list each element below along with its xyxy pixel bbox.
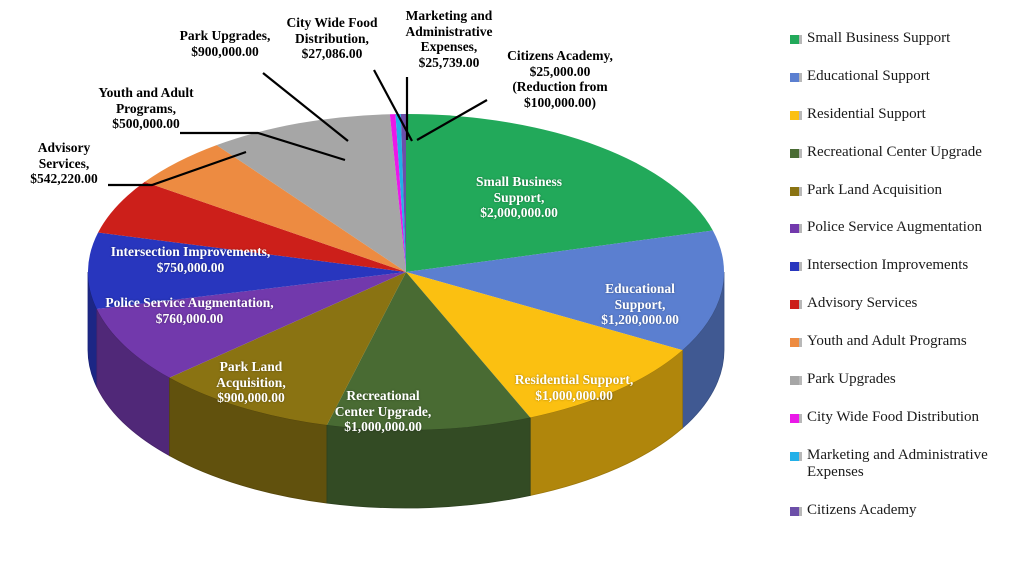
legend-item[interactable]: Park Land Acquisition (790, 182, 1024, 200)
pie-slice-recreational-center-upgrade[interactable] (326, 272, 531, 430)
legend-swatch-icon (790, 110, 802, 120)
pie-slice-citizens-academy[interactable] (400, 114, 406, 272)
legend-item[interactable]: Police Service Augmentation (790, 219, 1024, 237)
legend-item-label: Police Service Augmentation (807, 219, 982, 236)
pie-slice-police-service-augmentation[interactable] (96, 272, 406, 378)
legend-item-label: Intersection Improvements (807, 257, 969, 274)
legend-swatch-icon (790, 148, 802, 158)
pie-slice-youth-and-adult-programs[interactable] (144, 145, 406, 272)
legend-item[interactable]: Park Upgrades (790, 371, 1024, 389)
legend-item[interactable]: City Wide Food Distribution (790, 409, 1024, 427)
legend-item-label: Park Land Acquisition (807, 181, 942, 198)
legend-swatch-icon (790, 35, 802, 44)
legend-item-label: Educational Support (807, 67, 930, 84)
pie-slice-park-land-acquisition[interactable] (169, 272, 406, 426)
leader-line (373, 69, 413, 142)
legend-swatch-icon (790, 413, 802, 423)
legend-item[interactable]: Youth and Adult Programs (790, 333, 1024, 351)
legend-item[interactable]: Marketing and Administrative Expenses (790, 447, 1024, 482)
pie-top-faces (88, 114, 725, 430)
callout-city-wide-food-distribution: City Wide Food Distribution, $27,086.00 (286, 15, 378, 61)
legend-swatch-icon (790, 186, 802, 196)
pie-slice-park-upgrades[interactable] (216, 114, 406, 272)
callout-youth-and-adult-programs: Youth and Adult Programs, $500,000.00 (98, 85, 194, 131)
callout-park-upgrades: Park Upgrades, $900,000.00 (179, 28, 271, 59)
slice-label-residential-support: Residential Support, $1,000,000.00 (514, 372, 634, 403)
legend-swatch-icon (790, 451, 802, 461)
legend-item[interactable]: Educational Support (790, 68, 1024, 86)
pie-slice-advisory-services[interactable] (98, 181, 407, 272)
slice-label-park-land-acquisition: Park Land Acquisition, $900,000.00 (216, 359, 286, 405)
leader-line (108, 150, 247, 187)
slice-label-small-business-support: Small Business Support, $2,000,000.00 (476, 174, 562, 220)
legend-swatch-icon (790, 338, 802, 348)
pie-slice-educational-support[interactable] (406, 230, 725, 351)
legend-swatch-icon (790, 300, 802, 310)
legend-item-label: Youth and Adult Programs (807, 333, 967, 350)
legend-item-label: Citizens Academy (807, 502, 917, 519)
legend-swatch-icon (790, 262, 802, 272)
legend-swatch-icon (790, 224, 802, 234)
slice-label-recreational-center-upgrade: Recreational Center Upgrade, $1,000,000.… (334, 388, 432, 434)
leader-line (262, 72, 349, 142)
legend-item-label: Advisory Services (807, 295, 918, 312)
leader-line (180, 131, 346, 162)
legend-item[interactable]: Recreational Center Upgrade (790, 144, 1024, 162)
pie-slice-residential-support[interactable] (406, 272, 683, 418)
legend-swatch-icon (790, 507, 802, 517)
legend-item[interactable]: Citizens Academy (790, 502, 1024, 520)
legend-item[interactable]: Advisory Services (790, 295, 1024, 313)
callout-marketing-and-administrative-expenses: Marketing and Administrative Expenses, $… (405, 8, 493, 70)
pie-slice-intersection-improvements[interactable] (88, 232, 407, 310)
legend-swatch-icon (790, 376, 802, 386)
legend-item-label: Small Business Support (807, 30, 951, 46)
legend-item-label: Residential Support (807, 105, 926, 122)
callout-advisory-services: Advisory Services, $542,220.00 (30, 140, 98, 186)
pie-slice-city-wide-food-distribution[interactable] (389, 114, 406, 272)
pie-slice-marketing-and-administrative-expenses[interactable] (395, 114, 406, 272)
leader-line (416, 99, 488, 141)
legend-item[interactable]: Residential Support (790, 106, 1024, 124)
legend-swatch-icon (790, 72, 802, 82)
slice-label-educational-support: Educational Support, $1,200,000.00 (601, 281, 679, 327)
slice-label-police-service-augmentation: Police Service Augmentation, $760,000.00 (105, 295, 274, 326)
pie-slice-small-business-support[interactable] (406, 114, 713, 272)
legend-item-label: Park Upgrades (807, 371, 896, 388)
legend-item-label: City Wide Food Distribution (807, 408, 980, 425)
slice-label-intersection-improvements: Intersection Improvements, $750,000.00 (110, 244, 271, 275)
legend-item[interactable]: Small Business Support (790, 30, 1024, 48)
legend-item[interactable]: Intersection Improvements (790, 257, 1024, 275)
legend-item-label: Marketing and Administrative Expenses (807, 446, 988, 481)
callout-leader-lines (108, 69, 488, 187)
callout-citizens-academy: Citizens Academy, $25,000.00 (Reduction … (507, 48, 613, 110)
legend-item-label: Recreational Center Upgrade (807, 143, 982, 160)
